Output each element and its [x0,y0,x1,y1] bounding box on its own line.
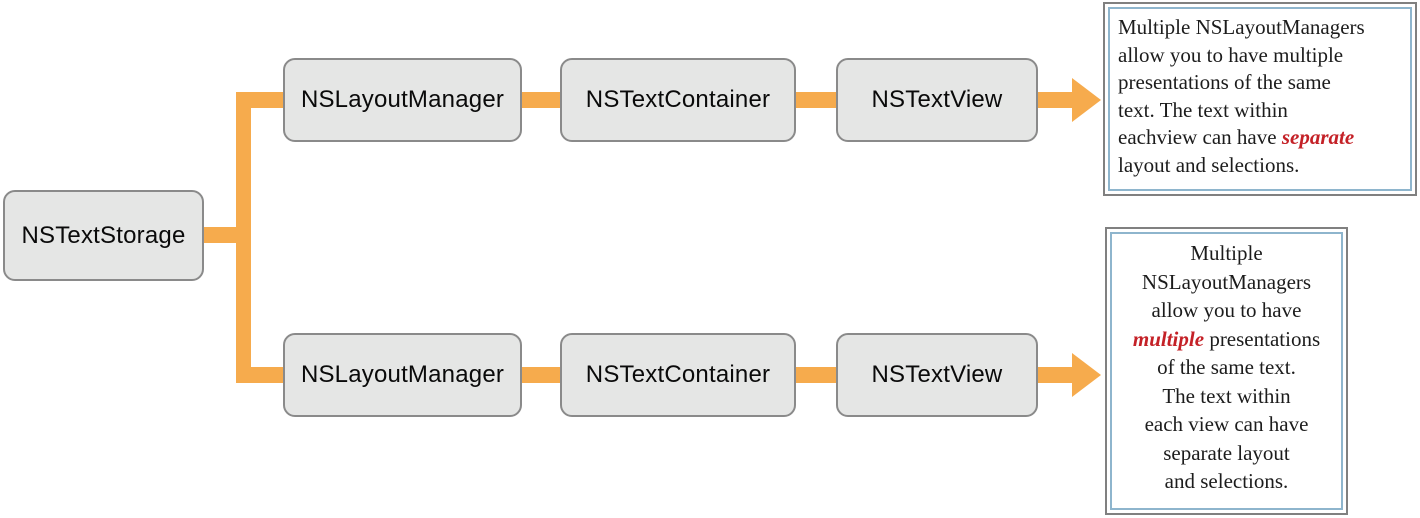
connector-branch-bottom [236,367,283,383]
node-bottom-nstextview: NSTextView [836,333,1038,417]
arrow-top-shaft [1036,92,1074,108]
node-top-nstextcontainer: NSTextContainer [560,58,796,142]
arrow-bottom-shaft [1036,367,1074,383]
node-top-nstextview: NSTextView [836,58,1038,142]
connector-branch-top [236,92,283,108]
right-arrow-icon [1072,353,1101,397]
connector-bottom-link-2 [794,367,837,383]
node-nstextstorage: NSTextStorage [3,190,204,281]
right-arrow-icon [1072,78,1101,122]
node-bottom-nstextcontainer: NSTextContainer [560,333,796,417]
connector-top-link-1 [521,92,562,108]
connector-bottom-link-1 [521,367,562,383]
connector-trunk [236,92,251,383]
connector-storage-stub [203,227,236,243]
connector-top-link-2 [794,92,837,108]
node-bottom-nslayoutmanager: NSLayoutManager [283,333,522,417]
node-top-nslayoutmanager: NSLayoutManager [283,58,522,142]
